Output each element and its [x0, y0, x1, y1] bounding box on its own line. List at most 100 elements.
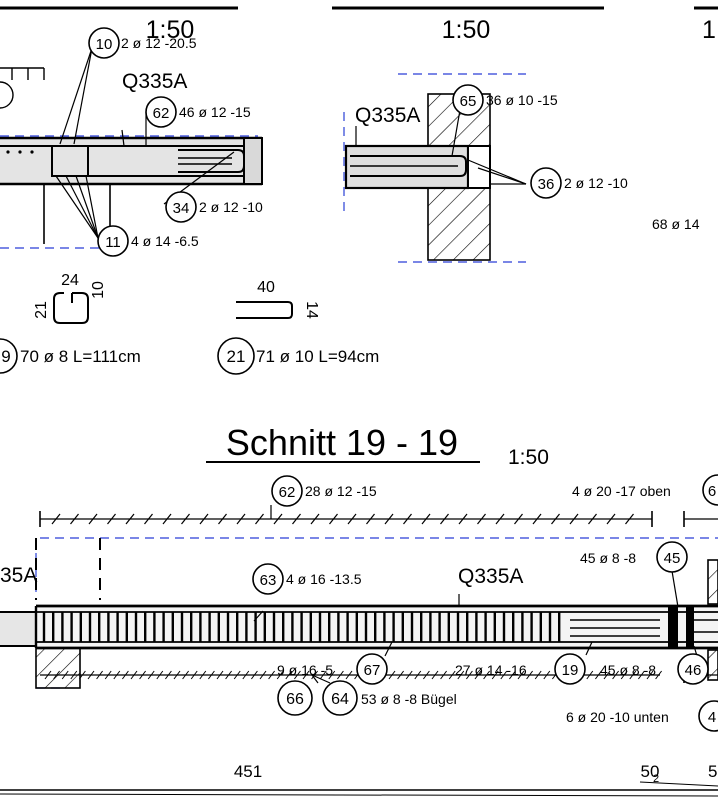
- rebar-spec: 45 ø 8 -8: [600, 662, 656, 678]
- dimension-tick: [250, 670, 258, 680]
- dimension-tick: [458, 513, 468, 525]
- rebar-mark-19: 27 ø 14 -16 19: [455, 653, 586, 685]
- dimension-tick: [646, 670, 654, 680]
- rebar-spec: 4 ø 14 -6.5: [131, 233, 199, 249]
- dimension-tick: [311, 670, 319, 680]
- dimension-tick: [551, 513, 560, 525]
- dimension-tick: [51, 513, 61, 525]
- rebar-mark-11: 11 4 ø 14 -6.5: [97, 225, 199, 257]
- rebar-spec: 46 ø 12 -15: [179, 104, 251, 120]
- rebar-spec: 53 ø 8 -8 Bügel: [361, 691, 457, 707]
- dimension-label: 50: [641, 762, 660, 781]
- dimension-tick: [620, 670, 628, 680]
- dimension-tick: [139, 670, 147, 680]
- rebar-spec: 2 ø 12 -10: [564, 175, 628, 191]
- dimension-tick: [181, 513, 190, 525]
- section-title: Schnitt 19 - 19 1:50: [206, 422, 549, 469]
- scale-label: 1:50: [508, 446, 549, 469]
- dimension-tick: [147, 670, 155, 680]
- dimension-tick: [405, 670, 413, 680]
- dimension-tick: [70, 513, 79, 525]
- rebar-spec: 9 ø 16 -5: [277, 662, 333, 678]
- bar-shape-21: 40 14 21 71 ø 10 L=94cm: [217, 279, 379, 375]
- scale-label: 1: [702, 16, 716, 44]
- svg-text:46: 46: [685, 662, 702, 679]
- dimension-tick: [526, 670, 533, 680]
- dimension-tick: [236, 513, 246, 525]
- stirrups: [42, 612, 561, 642]
- rebar-mark-45: 45 ø 8 -8 45: [580, 541, 688, 573]
- dimension-tick: [403, 513, 412, 525]
- dimension-label: 5: [708, 762, 717, 781]
- dimension-tick: [162, 513, 172, 525]
- dimension-tick: [328, 670, 336, 680]
- svg-text:63: 63: [260, 572, 277, 589]
- svg-text:40: 40: [257, 279, 275, 296]
- svg-text:36: 36: [538, 176, 555, 193]
- dimension-tick: [422, 670, 430, 680]
- dimension-tick: [414, 670, 422, 680]
- rebar-mark-10: 10 2 ø 12 -20.5: [88, 27, 197, 59]
- dimension-tick: [336, 670, 344, 680]
- dimension-tick: [292, 513, 301, 525]
- svg-text:66: 66: [286, 691, 304, 708]
- dimension-tick: [457, 670, 465, 680]
- dimension-tick: [218, 513, 227, 525]
- dimension-tick: [491, 670, 499, 680]
- dimension-tick: [440, 513, 449, 525]
- svg-text:Schnitt 19 - 19: Schnitt 19 - 19: [226, 422, 458, 463]
- dimension-label: 2: [653, 773, 659, 785]
- dimension-tick: [329, 513, 338, 525]
- dimension-tick: [431, 670, 439, 680]
- dimension-tick: [345, 670, 353, 680]
- detail-top-right: 1 68 ø 14: [652, 6, 718, 232]
- steel-grade-label: Q335A: [355, 104, 420, 127]
- dimension-tick: [448, 670, 456, 680]
- dimension-tick: [588, 513, 597, 525]
- dimension-tick: [603, 670, 611, 680]
- svg-text:21: 21: [33, 301, 50, 319]
- rebar-mark-62: 62 46 ø 12 -15: [145, 96, 251, 128]
- dimension-tick: [319, 670, 327, 680]
- dimension-tick: [655, 670, 662, 680]
- dimension-tick: [440, 670, 448, 680]
- dimension-tick: [88, 513, 98, 525]
- dimension-tick: [465, 670, 473, 680]
- dimension-tick: [421, 513, 431, 525]
- dimension-tick: [500, 670, 508, 680]
- svg-text:62: 62: [153, 105, 170, 122]
- dimension-tick: [347, 513, 357, 525]
- svg-text:24: 24: [61, 272, 79, 289]
- svg-text:64: 64: [331, 691, 349, 708]
- dimension-tick: [517, 670, 525, 680]
- dimension-tick: [474, 670, 482, 680]
- svg-text:10: 10: [90, 281, 107, 299]
- dimension-tick: [534, 670, 542, 680]
- dimension-tick: [276, 670, 284, 680]
- svg-text:34: 34: [173, 200, 190, 217]
- detail-top-left: 1:50 Q335A: [0, 6, 263, 257]
- rebar-spec: 27 ø 14 -16: [455, 662, 527, 678]
- scale-label: 1:50: [442, 16, 491, 44]
- rebar-mark-62: 62 28 ø 12 -15: [271, 475, 377, 507]
- rebar-mark-67: 9 ø 16 -5 67: [277, 653, 388, 685]
- dimension-tick: [532, 513, 542, 525]
- dimension-tick: [310, 513, 320, 525]
- dimension-tick: [388, 670, 396, 680]
- dimension-tick: [190, 670, 198, 680]
- dimension-tick: [173, 670, 181, 680]
- rebar-spec: 6 ø 20 -10 unten: [566, 709, 669, 725]
- dimension-tick: [113, 670, 121, 680]
- dimension-tick: [104, 670, 112, 680]
- dimension-tick: [569, 513, 579, 525]
- dimension-tick: [302, 670, 310, 680]
- svg-text:4: 4: [708, 709, 716, 726]
- dimension-tick: [397, 670, 405, 680]
- scale-label: 1:50: [146, 16, 195, 44]
- steel-grade-label: Q335A: [458, 565, 523, 588]
- rebar-spec: 2 ø 12 -10: [199, 199, 263, 215]
- dimension-tick: [495, 513, 505, 525]
- dimension-tick: [122, 670, 129, 680]
- rebar-mark-64: 64 53 ø 8 -8 Bügel: [322, 680, 457, 716]
